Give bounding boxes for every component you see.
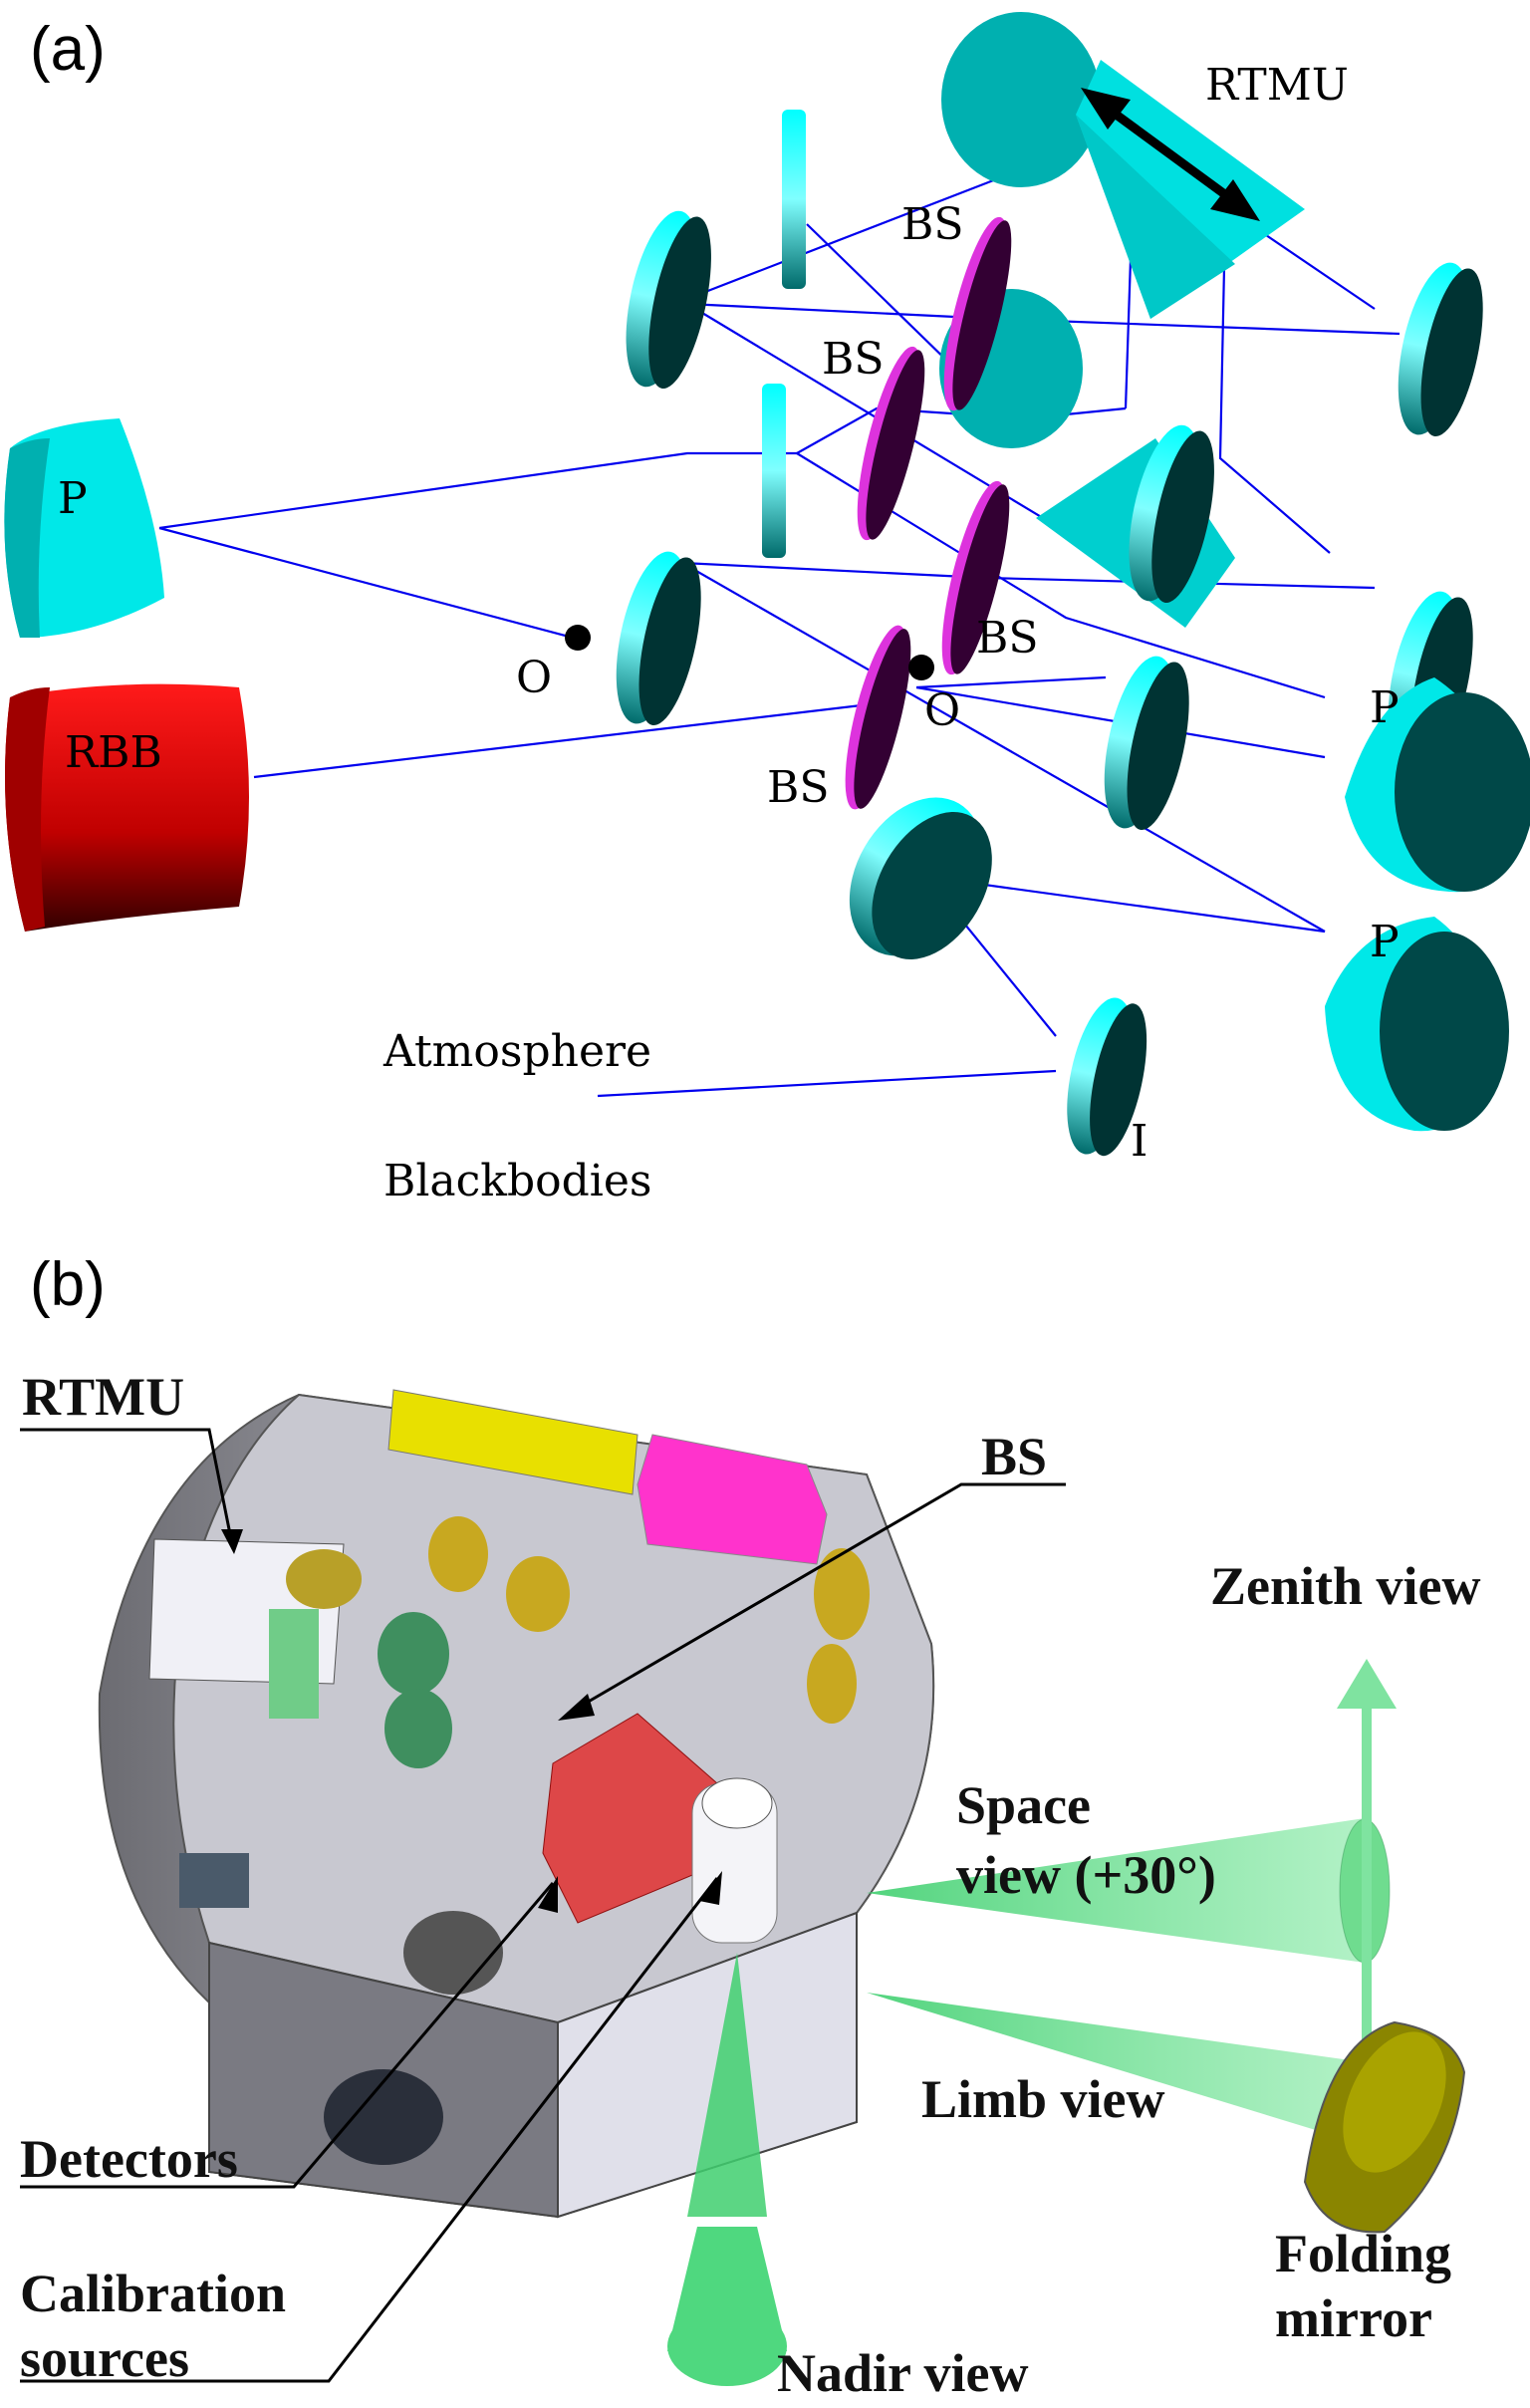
blue-grey-box: [179, 1853, 249, 1908]
flat-mirrors: [616, 110, 1483, 1157]
rtmu-retroreflector: [941, 12, 1101, 187]
arrowhead-icon: [699, 1871, 722, 1905]
ray: [158, 526, 574, 640]
gold-mirror: [814, 1548, 870, 1640]
ray: [1218, 218, 1331, 554]
ray: [686, 177, 997, 301]
compensator-plate: [782, 110, 806, 289]
gold-mirror: [286, 1549, 362, 1609]
paraboloid-mirrors: [4, 418, 1530, 1132]
gold-mirror: [428, 1516, 488, 1592]
gold-mirror: [807, 1644, 857, 1724]
compensator-plate: [762, 384, 786, 558]
green-lens: [384, 1689, 452, 1768]
label-folding-mirror-2: mirror: [1275, 2288, 1432, 2348]
calibration-source-top: [701, 1777, 773, 1829]
label-rtmu: RTMU: [22, 1367, 184, 1427]
focus-point-center: [908, 655, 934, 680]
ray: [681, 561, 1376, 590]
arrowhead-icon: [1210, 179, 1260, 221]
paraboloid-right-lower: [1325, 917, 1509, 1132]
ray: [253, 700, 888, 779]
gold-mirror: [506, 1556, 570, 1632]
label-rtmu: RTMU: [1205, 60, 1349, 111]
label-calibration-sources: sources: [20, 2328, 189, 2388]
rtmu-prism-face: [1076, 115, 1235, 319]
electronics-box-yellow: [387, 1389, 638, 1495]
label-bs: BS: [981, 1427, 1047, 1486]
detectors-callout-line: [20, 1882, 555, 2189]
label-limb-view: Limb view: [921, 2069, 1165, 2129]
calibration-callout-line: [20, 1877, 719, 2383]
paraboloid-left: [4, 418, 164, 638]
label-folding-mirror: Folding: [1275, 2224, 1451, 2283]
panel-b-label: (b): [30, 1250, 106, 1319]
green-component: [269, 1609, 319, 1719]
ray: [681, 562, 1326, 933]
label-nadir-view: Nadir view: [777, 2343, 1029, 2403]
ray: [158, 451, 797, 530]
reference-blackbody: [5, 683, 249, 932]
panel-b: (b): [20, 1250, 1481, 2403]
nadir-port: [324, 2069, 443, 2165]
zenith-view-arrow-icon: [1337, 1659, 1397, 1709]
rtmu-motion-arrow-icon: [1093, 96, 1248, 213]
internal-components: [148, 1389, 870, 1995]
label-blackbodies: Blackbodies: [383, 1156, 651, 1206]
beamsplitters: [845, 216, 1012, 810]
label-p: P: [58, 473, 88, 524]
space-view-beam: [867, 1818, 1365, 1963]
housing-side-face: [557, 1911, 858, 2219]
optical-rays: [158, 177, 1401, 1098]
label-o: O: [924, 685, 960, 736]
focus-point-left: [565, 625, 591, 651]
ray: [597, 1069, 1057, 1098]
label-zenith-view: Zenith view: [1210, 1556, 1481, 1616]
label-p: P: [1370, 682, 1400, 733]
panel-a-label: (a): [30, 15, 106, 84]
arrowhead-icon: [558, 1694, 595, 1721]
limb-view-beam: [867, 1993, 1365, 2142]
arrowhead-icon: [1081, 88, 1131, 130]
label-o: O: [516, 653, 552, 703]
label-bs: BS: [901, 199, 963, 250]
label-space-view: Space: [956, 1775, 1091, 1835]
ray: [925, 875, 1326, 934]
nadir-view-beam: [687, 1953, 767, 2217]
label-bs: BS: [976, 613, 1038, 664]
ray: [1124, 258, 1133, 409]
label-rbb: RBB: [65, 727, 162, 778]
label-p: P: [1370, 917, 1400, 967]
callout-lines: [20, 1428, 1066, 2383]
ray: [796, 406, 1127, 454]
folding-mirror: [1303, 2020, 1466, 2234]
label-bs: BS: [767, 762, 829, 813]
arrowhead-icon: [221, 1529, 243, 1554]
rtmu-callout-line: [20, 1428, 233, 1540]
green-lens: [378, 1612, 449, 1696]
dark-cylinder: [403, 1911, 503, 1995]
panel-a: (a): [4, 12, 1530, 1206]
label-bs: BS: [822, 334, 884, 385]
paraboloid-right-upper: [1345, 677, 1530, 893]
label-detectors: Detectors: [20, 2129, 238, 2189]
label-space-view-angle: view (+30°): [956, 1845, 1216, 1905]
bs-callout-line: [567, 1482, 1066, 1716]
label-i: I: [1131, 1116, 1148, 1167]
arrowhead-icon: [538, 1876, 558, 1913]
ray: [915, 675, 1107, 689]
nadir-view-beam-body: [667, 2227, 787, 2351]
electronics-box-magenta: [637, 1434, 828, 1565]
label-calibration: Calibration: [20, 2264, 286, 2323]
label-atmosphere: Atmosphere: [382, 1026, 651, 1077]
